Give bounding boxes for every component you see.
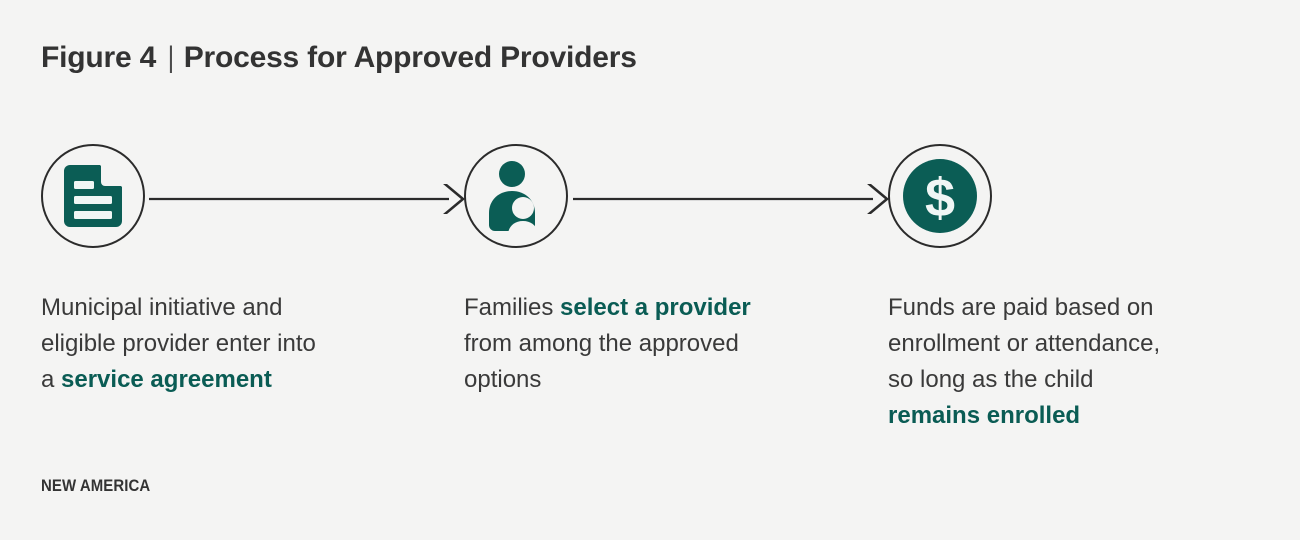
caption-line: from among the approved xyxy=(464,330,739,357)
caption-line: eligible provider enter into xyxy=(41,330,316,357)
caption-emphasis: select a provider xyxy=(560,294,751,321)
family-icon xyxy=(487,161,545,231)
process-step-2 xyxy=(464,140,574,258)
figure-label: Figure 4 xyxy=(41,41,157,74)
page-title: Figure 4 |Process for Approved Providers xyxy=(41,40,637,76)
step-1-circle xyxy=(41,144,145,248)
document-icon xyxy=(64,165,122,227)
caption-line: enrollment or attendance, xyxy=(888,330,1161,357)
caption-emphasis: remains enrolled xyxy=(888,402,1081,429)
caption-line: Funds are paid based on xyxy=(888,294,1154,321)
process-flow: $ xyxy=(0,140,1300,265)
caption-emphasis: service agreement xyxy=(61,366,272,393)
step-2-caption: Families select a provider from among th… xyxy=(464,290,824,398)
process-step-1 xyxy=(41,140,151,258)
dollar-coin-icon: $ xyxy=(903,159,977,233)
step-1-caption: Municipal initiative and eligible provid… xyxy=(41,290,401,398)
figure-title-text: Process for Approved Providers xyxy=(183,41,637,74)
connector-arrow-1 xyxy=(149,184,465,214)
caption-line: Municipal initiative and xyxy=(41,294,283,321)
connector-arrow-2 xyxy=(573,184,889,214)
caption-line: Families select a provider xyxy=(464,294,751,321)
title-separator: | xyxy=(167,41,175,74)
step-3-circle: $ xyxy=(888,144,992,248)
svg-text:$: $ xyxy=(925,168,955,228)
step-2-circle xyxy=(464,144,568,248)
caption-line: remains enrolled xyxy=(888,398,1240,434)
chevron-right-arrow-icon xyxy=(443,184,465,214)
caption-line: so long as the child xyxy=(888,366,1094,393)
brand-logo: NEW AMERICA xyxy=(41,476,151,495)
caption-line: options xyxy=(464,366,542,393)
chevron-right-arrow-icon xyxy=(867,184,889,214)
process-step-3: $ xyxy=(888,140,998,258)
caption-line: a service agreement xyxy=(41,366,272,393)
step-3-caption: Funds are paid based on enrollment or at… xyxy=(888,290,1240,434)
